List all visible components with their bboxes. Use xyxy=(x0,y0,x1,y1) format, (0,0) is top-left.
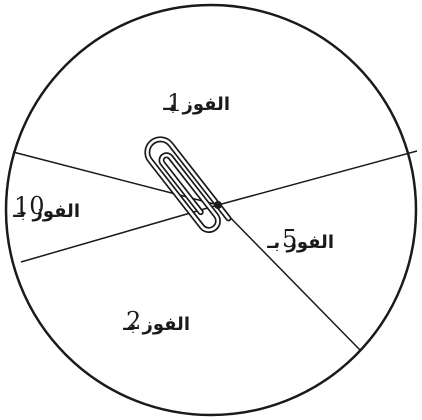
sector-10-number: 10 xyxy=(14,192,45,220)
sector-2-number: 2 xyxy=(126,307,141,335)
sector-5-label: الفوز بـ xyxy=(266,232,334,253)
sector-1-number: 1 xyxy=(167,89,182,117)
pivot-pin xyxy=(214,201,222,209)
sector-5-number: 5 xyxy=(282,225,297,253)
sector-win-1: الفوز بـ 1 xyxy=(162,89,230,117)
